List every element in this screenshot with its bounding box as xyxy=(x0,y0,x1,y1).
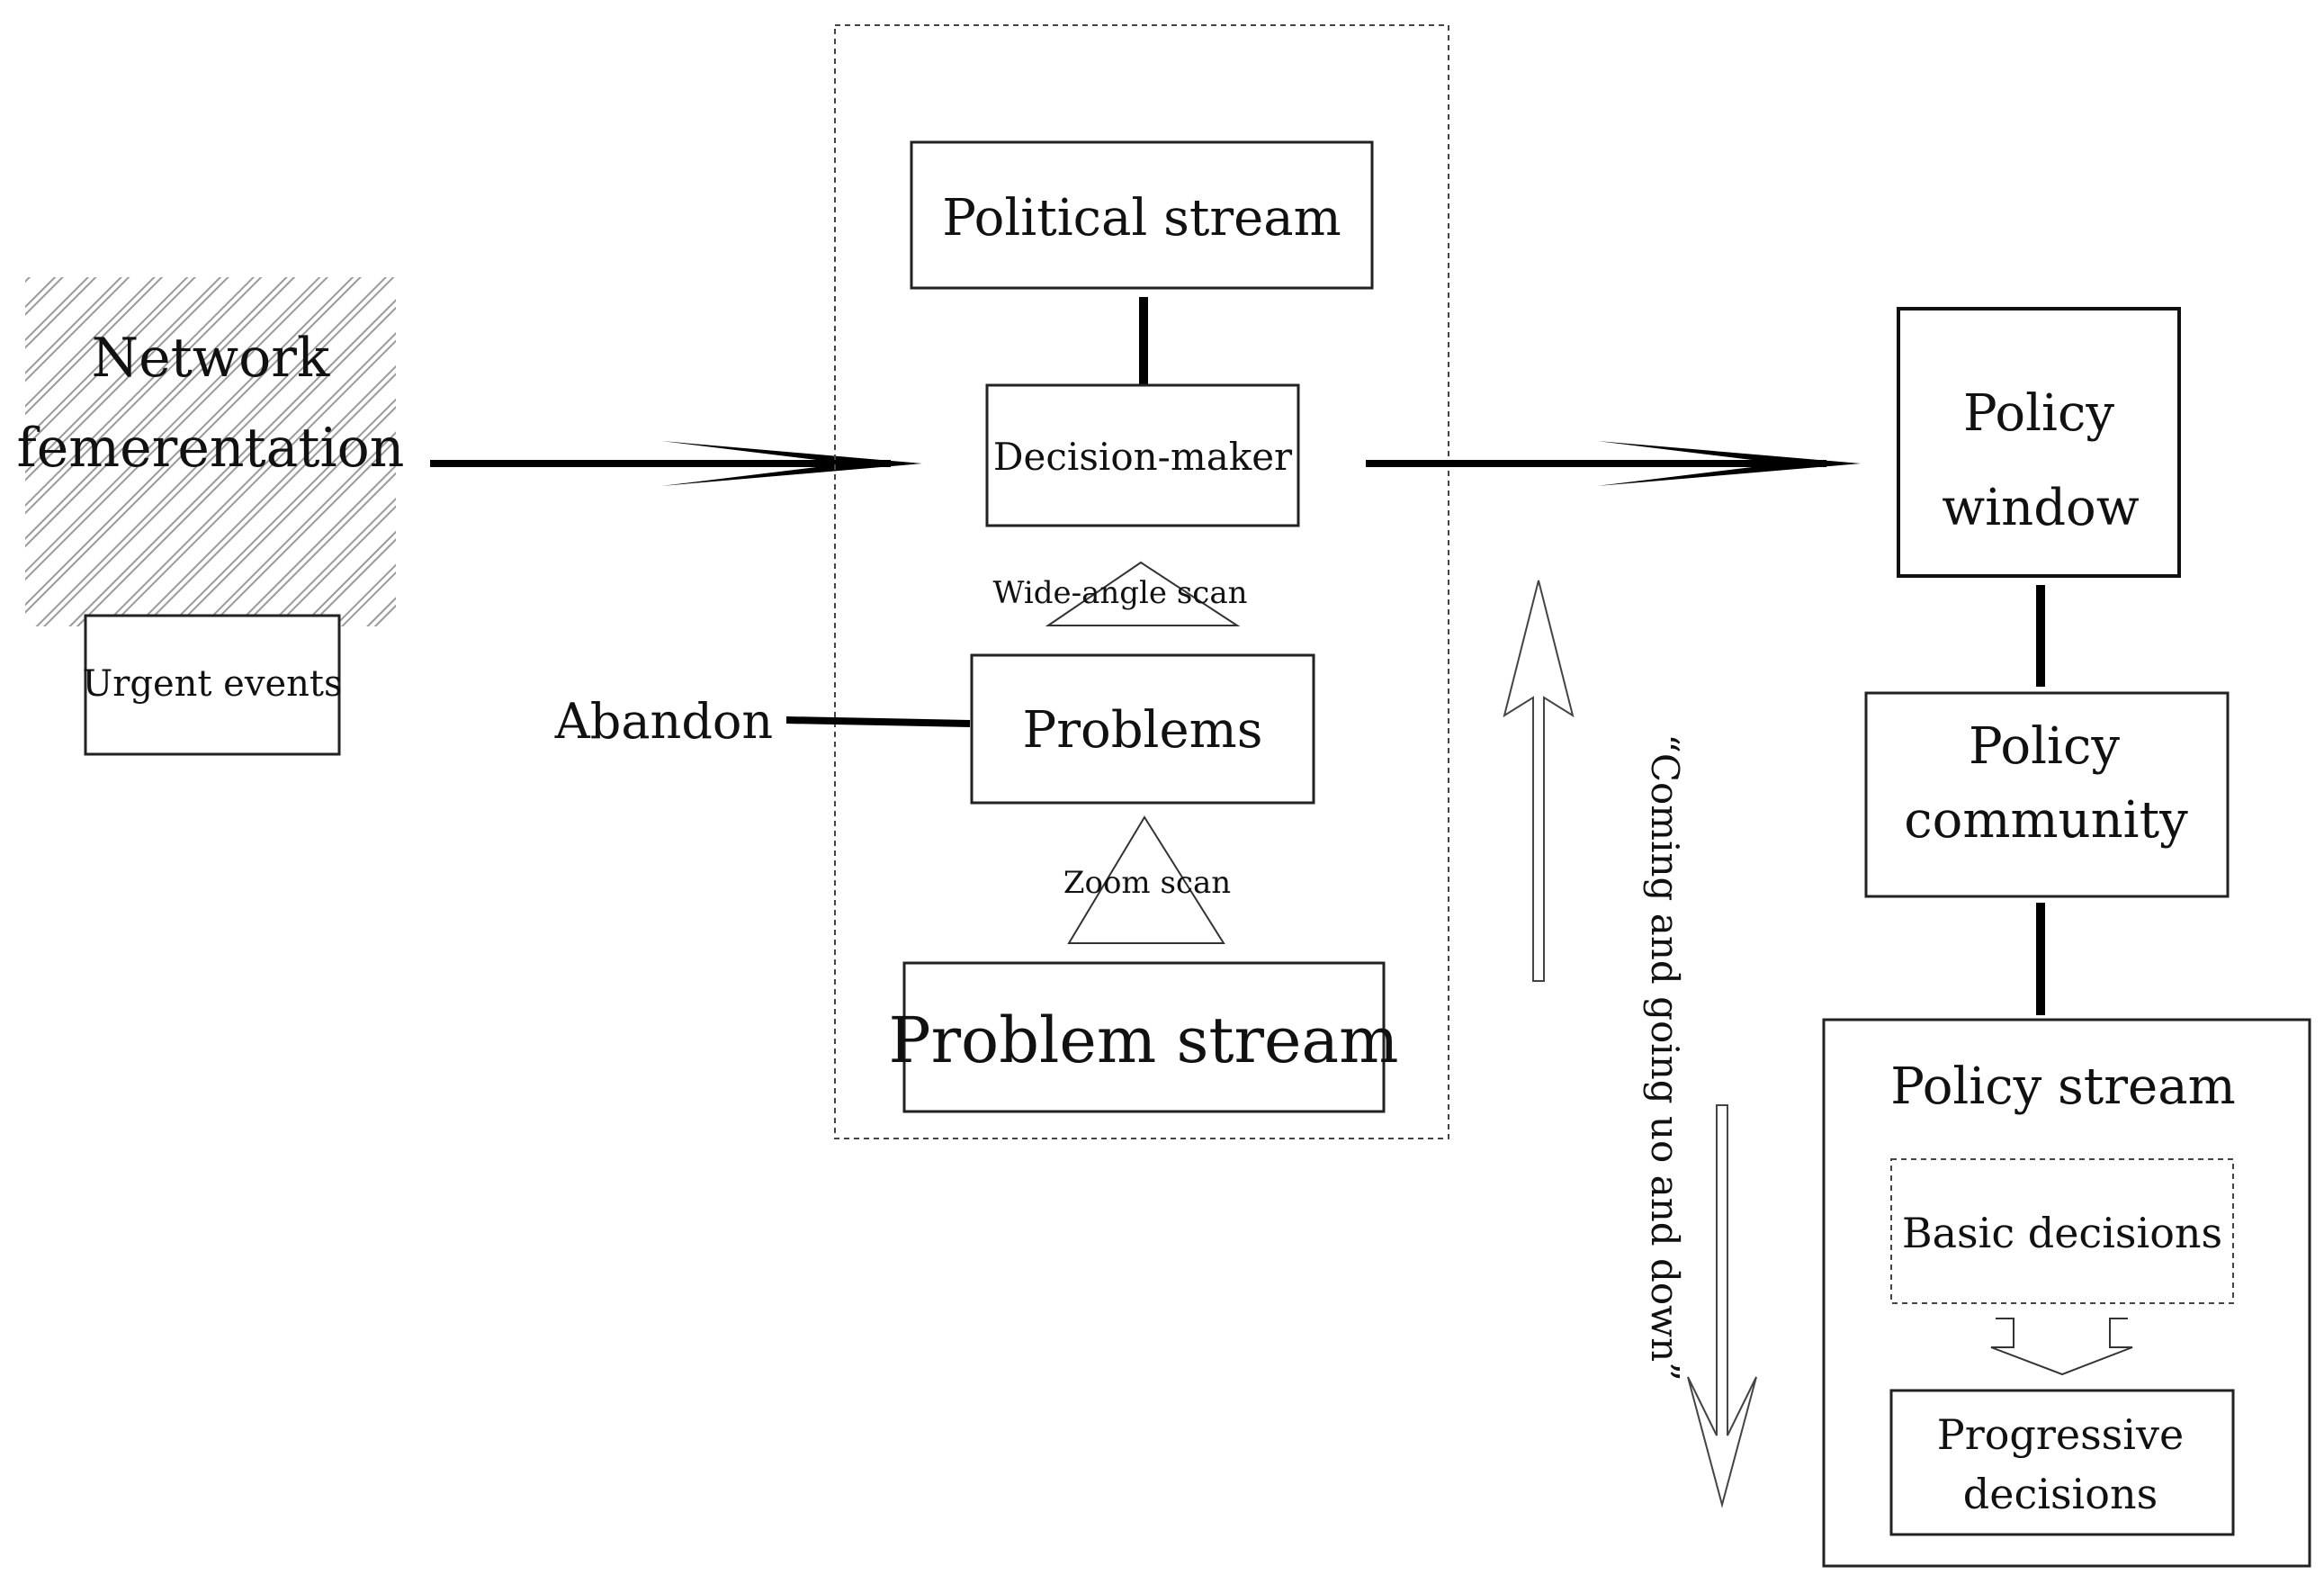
political-stream-box xyxy=(910,140,1374,290)
abandon-label: Abandon xyxy=(554,693,773,750)
coming-and-going-annotation: “Coming and going uo and down” xyxy=(1643,734,1687,1381)
decision-maker-box xyxy=(985,383,1300,527)
arrow-to-policy-window xyxy=(1366,441,1861,486)
progressive-decisions-box xyxy=(1889,1389,2235,1536)
down-hollow-arrow xyxy=(1687,1104,1757,1508)
wide-angle-scan-label: Wide-angle scan xyxy=(993,575,1248,611)
problems-label: Problems xyxy=(1023,701,1263,760)
problems-box xyxy=(970,653,1315,805)
network-fermentation-area xyxy=(25,277,396,626)
basic-to-progressive-arrow xyxy=(1990,1318,2133,1376)
policy-stream-label: Policy stream xyxy=(1890,1058,2235,1116)
policy-window-box xyxy=(1897,307,2181,578)
basic-decisions-label: Basic decisions xyxy=(1902,1209,2222,1257)
zoom-scan-label: Zoom scan xyxy=(1063,865,1231,901)
progressive-decisions-label-line1: Progressive xyxy=(1937,1410,2184,1459)
problem-stream-label: Problem stream xyxy=(888,1004,1398,1077)
wide-angle-scan-triangle xyxy=(1045,561,1241,626)
network-fermentation-label-line1: Network xyxy=(92,327,330,390)
central-dashed-frame xyxy=(834,24,1449,1139)
urgent-events-box xyxy=(84,614,341,756)
policy-community-label-line1: Policy xyxy=(1969,717,2120,776)
policy-window-label-line1: Policy xyxy=(1963,384,2114,443)
connector-abandon-problems xyxy=(785,716,971,727)
policy-community-label-line2: community xyxy=(1904,791,2188,850)
arrow-to-decision-maker xyxy=(430,441,922,486)
policy-window-label-line2: window xyxy=(1942,479,2139,537)
network-fermentation-label-line2: femerentation xyxy=(17,417,405,480)
progressive-decisions-label-line2: decisions xyxy=(1963,1470,2158,1518)
political-stream-label: Political stream xyxy=(942,189,1341,248)
decision-maker-label: Decision-maker xyxy=(993,435,1293,479)
policy-community-box xyxy=(1864,691,2230,898)
problem-stream-box xyxy=(902,961,1386,1113)
urgent-events-label: Urgent events xyxy=(83,663,343,705)
zoom-scan-triangle xyxy=(1067,815,1225,944)
up-hollow-arrow xyxy=(1503,580,1575,982)
basic-decisions-box xyxy=(1890,1158,2234,1304)
